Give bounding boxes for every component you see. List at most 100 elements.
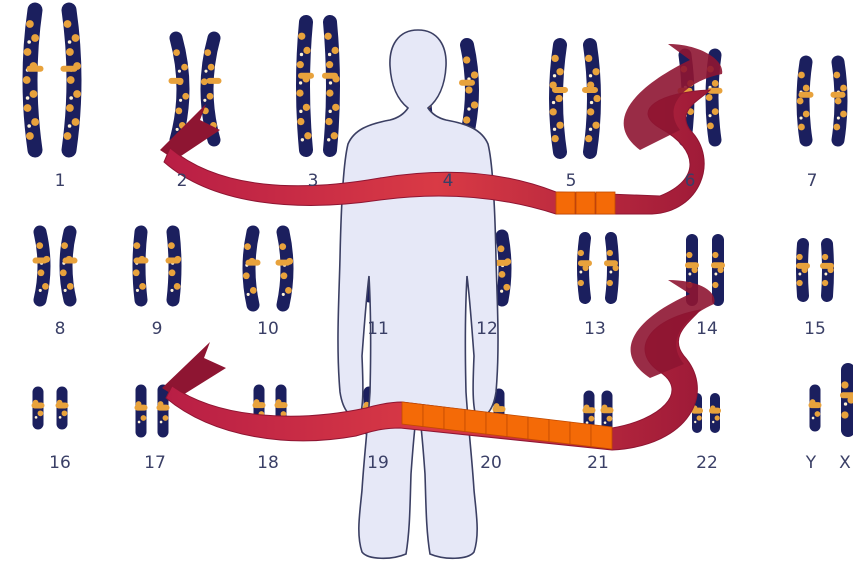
centromere [711, 262, 725, 268]
centromere [552, 87, 568, 93]
chromosome-band [712, 282, 718, 288]
chromosome-band [174, 283, 181, 290]
chromosome-dot [35, 416, 38, 419]
chromosome-band [463, 56, 470, 63]
chromosome [330, 22, 333, 150]
chromosome-dot [590, 101, 593, 104]
chromosome-band [706, 94, 713, 101]
chromosome-band [133, 242, 140, 249]
centromere [831, 92, 846, 98]
chromosome-band [30, 90, 38, 98]
chromosome-pair-5 [550, 45, 601, 152]
chromosome-band [607, 280, 613, 286]
centromere [32, 402, 45, 408]
chromosome-dot [500, 290, 503, 293]
chromosome-pair-y [809, 390, 822, 426]
chromosome-band [607, 250, 613, 256]
chromosome-band [38, 410, 44, 416]
chromosome-label-6: 6 [685, 171, 696, 191]
chromosome-dot [589, 74, 592, 77]
chromosome-band [331, 132, 338, 139]
chromosome-band [555, 95, 562, 102]
chromosome-band [707, 122, 714, 129]
chromosome-band [822, 280, 828, 286]
chromosome-band [133, 269, 140, 276]
centromere [799, 92, 814, 98]
chromosome-label-11: 11 [367, 319, 389, 339]
chromosome-dot [694, 421, 696, 423]
chromosome-dot [799, 116, 802, 119]
chromosome-dot [299, 81, 302, 84]
chromosome-band [552, 135, 559, 142]
chromosome-band [304, 132, 311, 139]
chromosome-band [332, 47, 339, 54]
chromosome-band [463, 116, 470, 123]
centromere [246, 260, 261, 266]
chromosome-band [60, 269, 67, 276]
chromosome-band [815, 411, 821, 417]
chromosome-band [64, 20, 72, 28]
chromosome-pair-7 [797, 62, 847, 140]
chromosome-band [36, 242, 43, 249]
chromosome-dot [138, 421, 141, 424]
chromosome-band [207, 93, 214, 100]
chromosome-label-17: 17 [144, 453, 166, 473]
chromosome-band [552, 55, 559, 62]
chromosome-label-21: 21 [587, 453, 609, 473]
gene-segment [576, 192, 595, 214]
chromosome-band [556, 122, 563, 129]
centromere [134, 258, 149, 264]
centromere [493, 406, 506, 412]
chromosome-pair-16 [32, 392, 69, 424]
chromosome-band [64, 132, 72, 140]
chromosome-band [503, 284, 510, 291]
chromosome-label-5: 5 [566, 171, 577, 191]
chromosome [66, 232, 70, 300]
chromosome-dot [27, 40, 31, 44]
chromosome-band [72, 118, 80, 126]
chromosome-band [803, 111, 810, 118]
chromosome [303, 22, 306, 150]
gene-segment [507, 415, 528, 440]
chromosome-band [578, 280, 584, 286]
chromosome-label-10: 10 [257, 319, 279, 339]
chromosome-dot [553, 128, 556, 131]
chromosome-dot [64, 289, 67, 292]
chromosome-dot [179, 99, 182, 102]
chromosome-label-14: 14 [696, 319, 718, 339]
chromosome-pair-9 [133, 232, 181, 300]
chromosome-band [169, 269, 176, 276]
chromosome-band [324, 33, 331, 40]
chromosome-dot [688, 273, 691, 276]
chromosome-band [325, 118, 332, 125]
chromosome-band [471, 71, 478, 78]
centromere [253, 402, 266, 408]
chromosome-dot [176, 128, 179, 131]
gene-segment [423, 405, 444, 430]
centromere [56, 402, 69, 408]
chromosome-label-4: 4 [443, 171, 454, 191]
chromosome-dot [329, 81, 332, 84]
chromosome-label-20: 20 [480, 453, 502, 473]
chromosome-band [26, 20, 34, 28]
chromosome-label-13: 13 [584, 319, 606, 339]
chromosome-band [803, 85, 810, 92]
chromosome-label-y: Y [805, 453, 817, 473]
chromosome-dot [300, 53, 303, 56]
chromosome-pair-3 [296, 22, 339, 150]
centromere [685, 262, 699, 268]
centromere [27, 66, 44, 72]
chromosome-pair-13 [578, 238, 619, 298]
chromosome-band [42, 283, 49, 290]
chromosome-band [499, 271, 506, 278]
chromosome-band [279, 243, 286, 250]
centromere [166, 258, 181, 264]
chromosome-pair-8 [33, 232, 78, 300]
chromosome-band [797, 98, 804, 105]
gene-segment [528, 417, 549, 442]
chromosome-label-15: 15 [804, 319, 826, 339]
chromosome-band [798, 72, 805, 79]
centromere [276, 260, 291, 266]
chromosome-band [297, 118, 304, 125]
chromosome-band [840, 111, 847, 118]
